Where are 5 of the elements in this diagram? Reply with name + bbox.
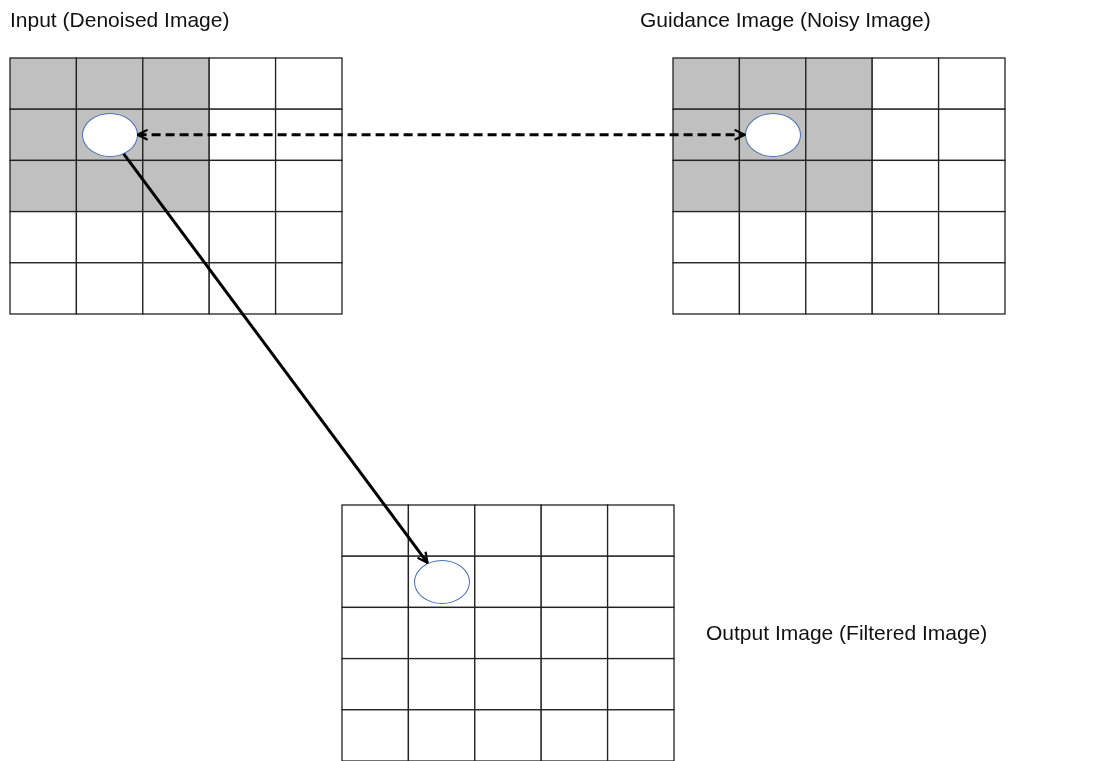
grid-title: Input (Denoised Image): [10, 8, 230, 32]
arrow: [122, 152, 429, 564]
grid-title: Guidance Image (Noisy Image): [640, 8, 931, 32]
grid-title: Output Image (Filtered Image): [706, 621, 988, 645]
dashed-arrow: [136, 128, 746, 141]
